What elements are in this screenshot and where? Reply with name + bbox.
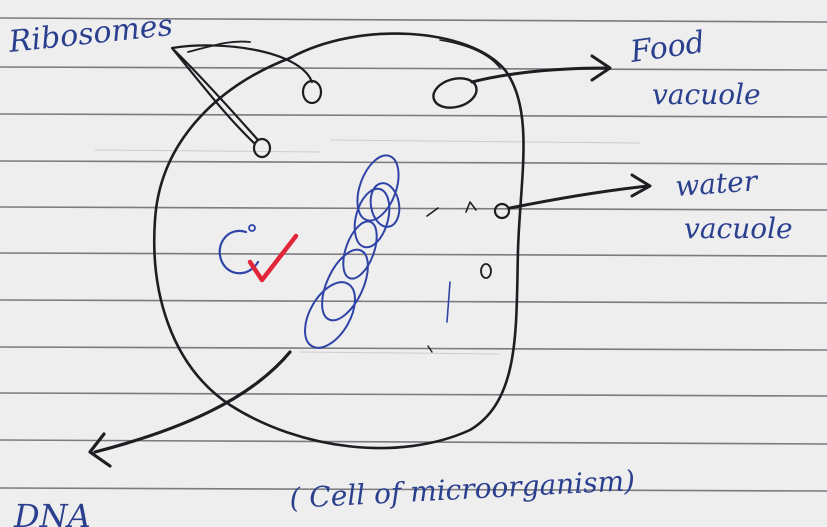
label-water: water [674, 164, 760, 203]
food-vacuole [432, 77, 478, 109]
cell-membrane-overstroke [439, 39, 501, 69]
cell-membrane [153, 32, 525, 450]
inner-mark [426, 207, 439, 217]
water-vacuole-arrow [508, 184, 650, 210]
ribosome-pointer-lines [170, 44, 314, 145]
left-organelle [218, 229, 260, 275]
water-vacuole [493, 202, 511, 220]
label-dna: DNA [13, 497, 91, 527]
label-water-vacuole: vacuole [684, 212, 793, 245]
label-food-vacuole: vacuole [652, 78, 761, 111]
label-food: Food [627, 25, 707, 70]
ribosome-left [252, 137, 272, 159]
food-vacuole-arrowhead [590, 54, 612, 82]
dna-loops [304, 154, 401, 349]
bleed-through-marks [94, 139, 641, 355]
caption: ( Cell of microorganism) [289, 464, 636, 515]
inner-mark [446, 281, 451, 323]
food-vacuole-arrow [470, 66, 610, 84]
dna-arrow [93, 350, 292, 454]
inner-mark [427, 345, 433, 353]
small-vacuole [480, 263, 492, 279]
label-ribosomes: Ribosomes [6, 8, 174, 60]
left-organelle-dot [248, 224, 256, 232]
inner-mark [465, 201, 477, 213]
water-vacuole-arrowhead [630, 173, 652, 198]
ribosome-top [301, 79, 323, 105]
ribosome-pointer-loop [187, 40, 251, 53]
check-mark-icon [247, 233, 299, 283]
dna-arrowhead [88, 432, 112, 468]
ruled-lines [0, 17, 827, 492]
